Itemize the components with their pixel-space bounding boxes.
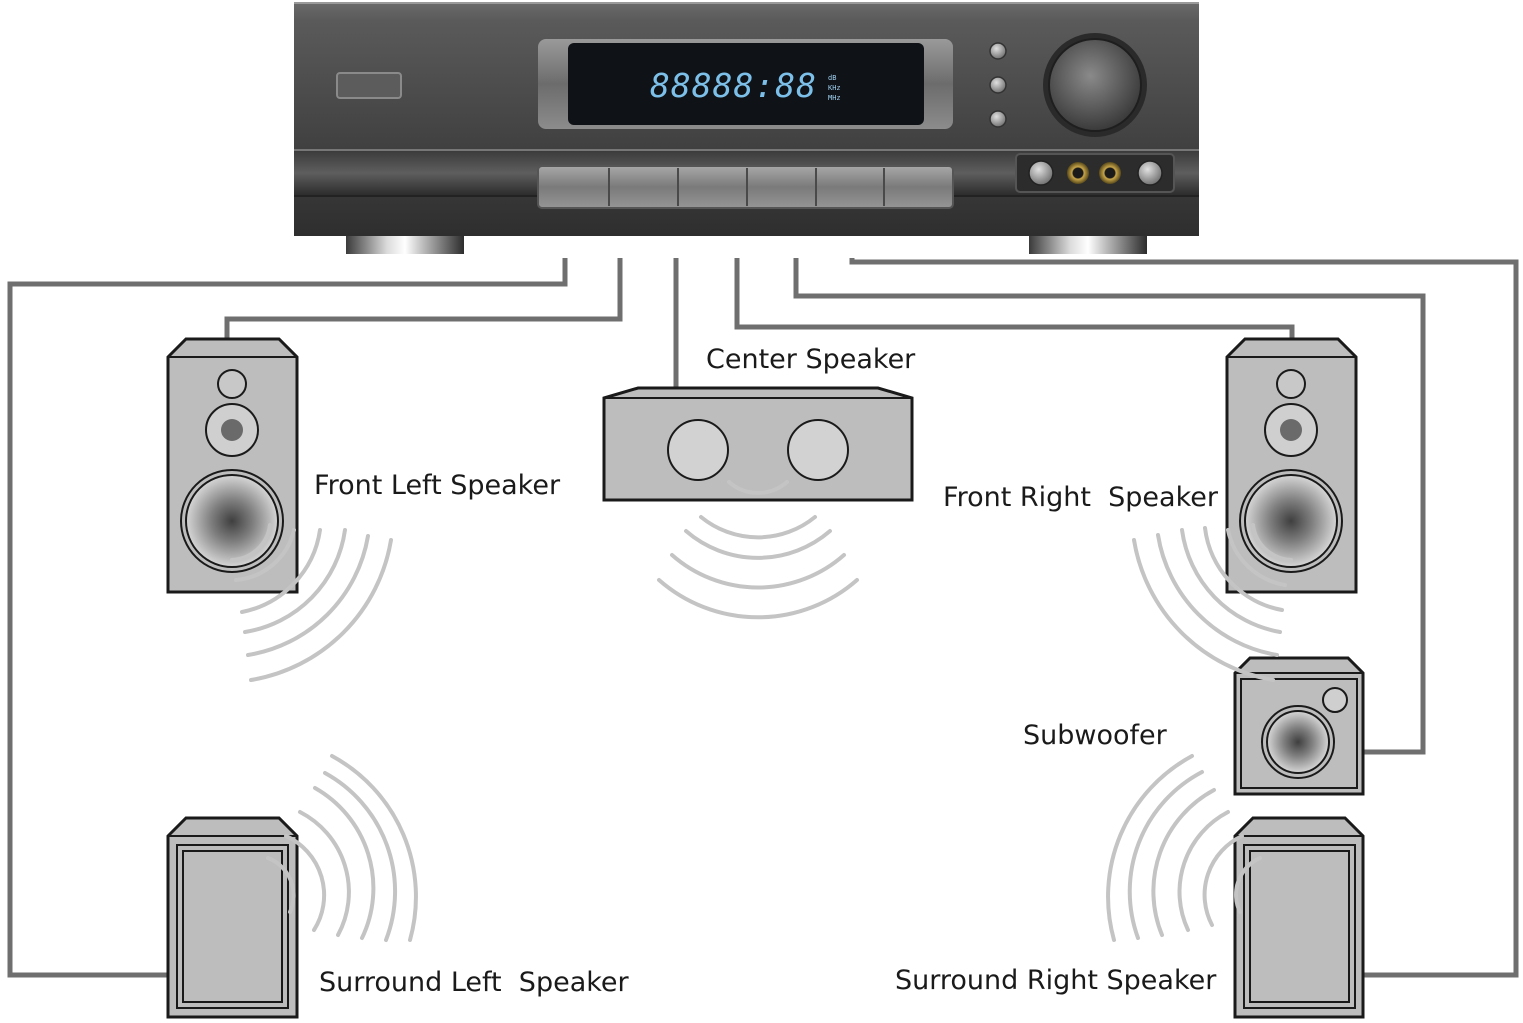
panel-knob-left[interactable] [1028,160,1054,186]
receiver-foot-left [346,234,464,254]
front-left-speaker [166,337,299,594]
display-readout: 88888:88 [650,66,817,105]
subwoofer [1233,656,1365,796]
front-right-speaker [1225,337,1358,594]
label-center-speaker: Center Speaker [706,344,916,375]
av-receiver: 88888:88 dB KHz MHz [294,2,1199,254]
power-button[interactable] [336,72,402,99]
wire-subwoofer [793,258,1426,755]
jack-2[interactable] [1099,162,1121,184]
label-front-left-speaker: Front Left Speaker [314,470,561,501]
front-left-sound-wave-icon [230,523,393,682]
label-subwoofer: Subwoofer [1023,720,1168,751]
wire-surround-right [849,258,1519,978]
surround-left-speaker [166,816,299,1019]
wire-front-left [224,258,623,340]
display-unit-db: dB [828,74,836,82]
center-sound-wave-icon [657,480,859,620]
display-unit-khz: KHz [828,84,841,92]
speaker-wires [7,258,1519,978]
small-button-1[interactable] [989,42,1007,60]
label-surround-left-speaker: Surround Left Speaker [319,967,630,998]
surround-left-sound-wave-icon [266,754,418,942]
vfd-display [568,43,924,125]
label-surround-right-speaker: Surround Right Speaker [895,965,1217,996]
panel-knob-right[interactable] [1137,160,1163,186]
receiver-foot-right [1029,234,1147,254]
center-speaker [602,386,914,502]
small-button-3[interactable] [989,110,1007,128]
small-button-2[interactable] [989,76,1007,94]
front-right-sound-wave-icon [1132,523,1293,682]
jack-panel [1015,153,1175,193]
wire-surround-left [7,258,568,978]
label-front-right-speaker: Front Right Speaker [943,482,1219,513]
surround-right-speaker [1233,816,1365,1019]
speaker-labels: Center Speaker Front Left Speaker Front … [314,344,1219,998]
sound-waves [230,480,1293,942]
function-button-bar [537,165,954,209]
surround-right-sound-wave-icon [1106,754,1262,942]
wire-front-right [734,258,1295,340]
display-unit-mhz: MHz [828,94,841,102]
jack-1[interactable] [1067,162,1089,184]
